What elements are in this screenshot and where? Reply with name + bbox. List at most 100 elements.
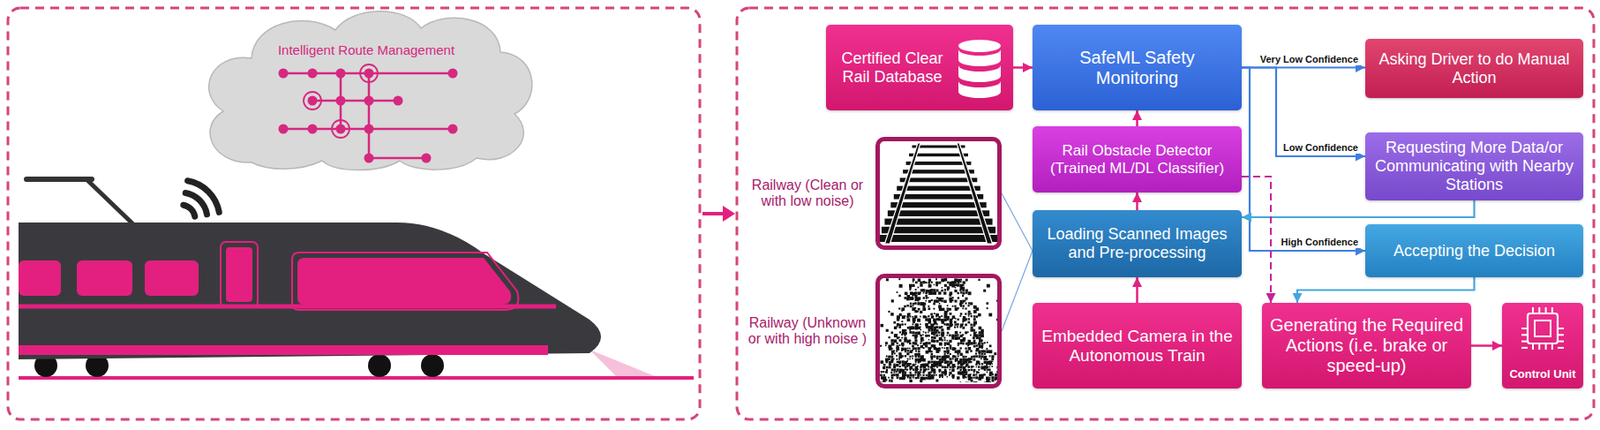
noise-speck (940, 315, 943, 317)
noise-speck (969, 301, 973, 305)
noise-speck (964, 370, 968, 374)
noise-speck (880, 370, 883, 373)
noise-speck (914, 301, 917, 305)
noise-speck (960, 366, 963, 369)
noise-speck (928, 307, 932, 310)
noise-speck (967, 330, 970, 333)
station-ring (331, 120, 350, 138)
noise-speck (960, 280, 962, 283)
noise-speck (886, 368, 888, 371)
chip-pin (1557, 340, 1564, 343)
noise-speck (906, 315, 909, 319)
noise-speck (914, 342, 917, 346)
accept-box: Accepting the Decision (1365, 224, 1584, 278)
noise-speck (991, 378, 995, 382)
noise-speck (938, 355, 941, 358)
noise-speck (893, 363, 895, 366)
noise-speck (922, 280, 925, 284)
noise-speck (895, 346, 900, 351)
route-station (336, 124, 346, 135)
noise-speck (957, 336, 961, 339)
noise-speck (948, 374, 951, 376)
noise-speck (933, 328, 937, 331)
noise-speck (969, 360, 972, 363)
noise-speck (903, 376, 906, 379)
noise-speck (984, 368, 986, 371)
noise-speck (922, 333, 924, 336)
detector-box: Rail Obstacle Detector (Trained ML/DL Cl… (1032, 126, 1242, 193)
chip-pin (1557, 346, 1564, 349)
noise-speck (935, 313, 939, 317)
noise-speck (936, 325, 939, 329)
noise-speck (968, 291, 972, 295)
noise-speck (908, 349, 913, 354)
noise-speck (956, 368, 959, 370)
noise-speck (931, 375, 935, 380)
noise-speck (904, 365, 908, 369)
noise-speck (886, 277, 889, 281)
noise-speck (922, 371, 924, 374)
noise-speck (953, 305, 956, 308)
noise-speck (962, 338, 966, 342)
noise-speck (916, 374, 920, 377)
noise-speck (972, 365, 975, 368)
wifi-arc (185, 193, 207, 215)
noise-speck (953, 321, 957, 324)
noise-speck (907, 376, 909, 379)
noise-speck (954, 334, 958, 338)
noise-speck (970, 379, 974, 383)
noise-speck (981, 331, 985, 335)
noise-speck (930, 354, 933, 358)
noise-speck (956, 333, 959, 336)
noise-speck (956, 375, 960, 379)
noise-speck (973, 381, 977, 383)
station-ring (303, 91, 322, 110)
noise-speck (919, 368, 923, 371)
noise-speck (909, 296, 914, 301)
noise-speck (890, 338, 894, 342)
noise-speck (932, 339, 936, 343)
noise-speck (907, 326, 910, 330)
noise-speck (983, 373, 986, 376)
train-door (225, 247, 253, 302)
noise-speck (973, 345, 977, 348)
noise-speck (890, 312, 894, 316)
noise-speck (928, 300, 932, 303)
noise-speck (956, 357, 959, 360)
noise-speck (935, 363, 939, 367)
noise-speck (927, 334, 931, 338)
noise-speck (896, 291, 899, 293)
noise-speck (954, 317, 957, 320)
noise-speck (957, 296, 960, 299)
noise-speck (943, 350, 947, 354)
connector (1241, 200, 1475, 218)
noise-speck (973, 315, 977, 318)
noise-speck (916, 330, 921, 335)
noise-speck (898, 325, 902, 329)
noise-speck (898, 277, 901, 280)
train-window (18, 260, 61, 296)
noise-speck (919, 379, 923, 383)
noise-speck (908, 330, 912, 334)
noise-speck (977, 371, 980, 374)
noise-speck (908, 379, 912, 383)
noise-speck (946, 309, 949, 312)
noise-speck (951, 336, 955, 340)
noise-speck (975, 331, 977, 334)
noise-speck (914, 338, 917, 342)
panel-arrow-head (722, 205, 736, 222)
noise-speck (916, 365, 919, 368)
route-station (336, 68, 346, 79)
noise-speck (917, 350, 921, 354)
noise-speck (891, 379, 894, 382)
noise-speck (901, 320, 903, 323)
noise-speck (969, 334, 972, 337)
noise-speck (911, 326, 916, 331)
route-station (393, 96, 404, 106)
noise-speck (943, 358, 947, 361)
noise-speck (912, 280, 915, 283)
camera-box: Embedded Camera in the Autonomous Train (1032, 302, 1242, 389)
noise-speck (915, 288, 917, 291)
noise-speck (933, 366, 936, 369)
connector (1135, 110, 1139, 127)
